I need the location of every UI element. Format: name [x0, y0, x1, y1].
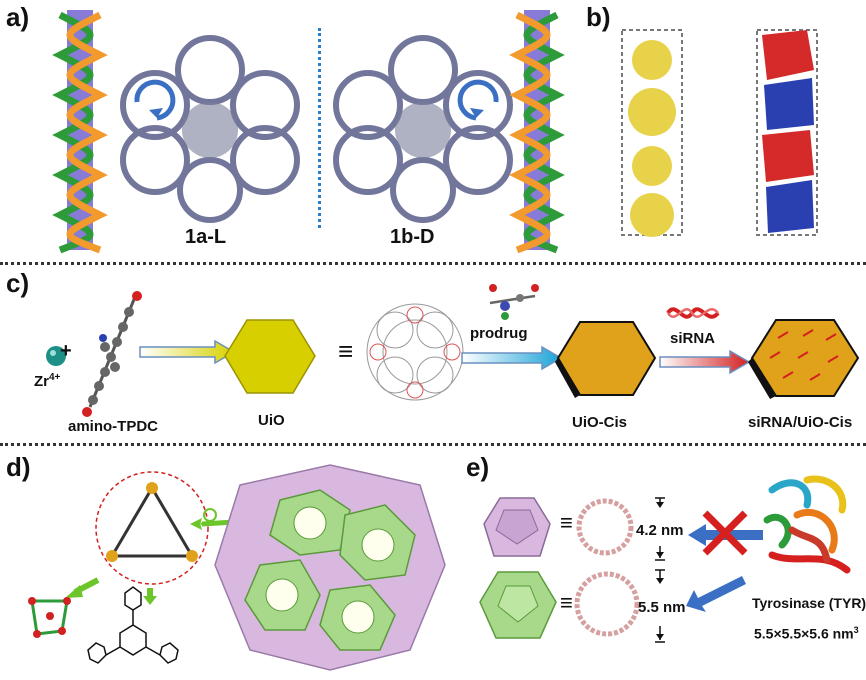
enzyme-size-base: 5.5×5.5×5.6 nm	[754, 625, 854, 642]
cross-icon	[702, 510, 748, 556]
enzyme-name: Tyrosinase (TYR)	[752, 595, 866, 611]
sirna-uio-cis-hexagon	[748, 319, 860, 399]
allowed-arrow	[686, 576, 746, 612]
tyrosinase-enzyme	[763, 475, 851, 574]
arrow-prodrug	[461, 345, 563, 371]
zr-label: Zr4+	[34, 372, 60, 390]
panel-a-center-divider	[318, 28, 321, 228]
prodrug-molecule	[489, 284, 539, 320]
enzyme-size: 5.5×5.5×5.6 nm3	[754, 625, 859, 642]
framework-1b-d	[333, 35, 513, 223]
sirna-label: siRNA	[670, 330, 716, 347]
panel-d-label: d)	[6, 452, 31, 482]
large-cage-wireframe	[574, 571, 640, 637]
caption-1a-l: 1a-L	[185, 226, 227, 248]
small-cage-wireframe	[576, 498, 634, 556]
equiv-sign-large: ≡	[560, 590, 573, 615]
sirna-helix	[666, 307, 720, 319]
dimension-arrow-large	[655, 569, 665, 643]
divider-bottom	[0, 443, 866, 446]
panel-e-label: e)	[466, 452, 490, 482]
panel-a-label: a)	[6, 2, 30, 32]
pore-size-small: 4.2 nm	[636, 522, 684, 539]
uio-cis-hexagon	[555, 321, 657, 398]
small-cage-polyhedron	[483, 497, 551, 557]
uio-hexagon	[224, 319, 316, 394]
arrow-sirna	[659, 349, 751, 375]
channel-spheres	[621, 29, 683, 237]
tricarboxylate-ligand	[87, 586, 179, 664]
equiv-sign-small: ≡	[560, 510, 573, 535]
helix-column-right	[509, 10, 565, 254]
uio-label: UiO	[258, 412, 285, 429]
framework-1a-l	[120, 35, 300, 223]
pore-size-large: 5.5 nm	[638, 599, 686, 616]
uio-structure-wireframe	[366, 303, 464, 401]
metal-cluster-node	[28, 597, 71, 638]
equivalence-sign: ≡	[338, 336, 354, 366]
caption-1b-d: 1b-D	[390, 226, 435, 248]
large-cage-polyhedron	[479, 571, 557, 639]
uio-cis-label: UiO-Cis	[572, 414, 628, 431]
amino-tpdc-molecule	[82, 291, 142, 417]
arrow-to-uio	[139, 339, 236, 365]
enzyme-size-exponent: 3	[853, 625, 859, 635]
cage-assembly	[203, 464, 446, 671]
green-arrows	[65, 518, 236, 605]
zr-charge: 4+	[49, 372, 61, 383]
sirna-uio-cis-label: siRNA/UiO-Cis	[748, 414, 853, 431]
amino-tpdc-label: amino-TPDC	[68, 418, 158, 435]
triangular-cluster	[95, 471, 209, 585]
channel-polyhedra	[756, 29, 818, 236]
zr-symbol: Zr	[34, 373, 49, 390]
zr-ion-sphere	[46, 346, 66, 366]
panel-b-label: b)	[586, 2, 611, 32]
plus-sign: +	[60, 340, 72, 362]
helix-column-left	[52, 10, 108, 254]
prodrug-label: prodrug	[470, 325, 528, 342]
panel-c-label: c)	[6, 268, 30, 298]
dimension-arrow-small	[655, 497, 665, 561]
divider-top	[0, 262, 866, 265]
